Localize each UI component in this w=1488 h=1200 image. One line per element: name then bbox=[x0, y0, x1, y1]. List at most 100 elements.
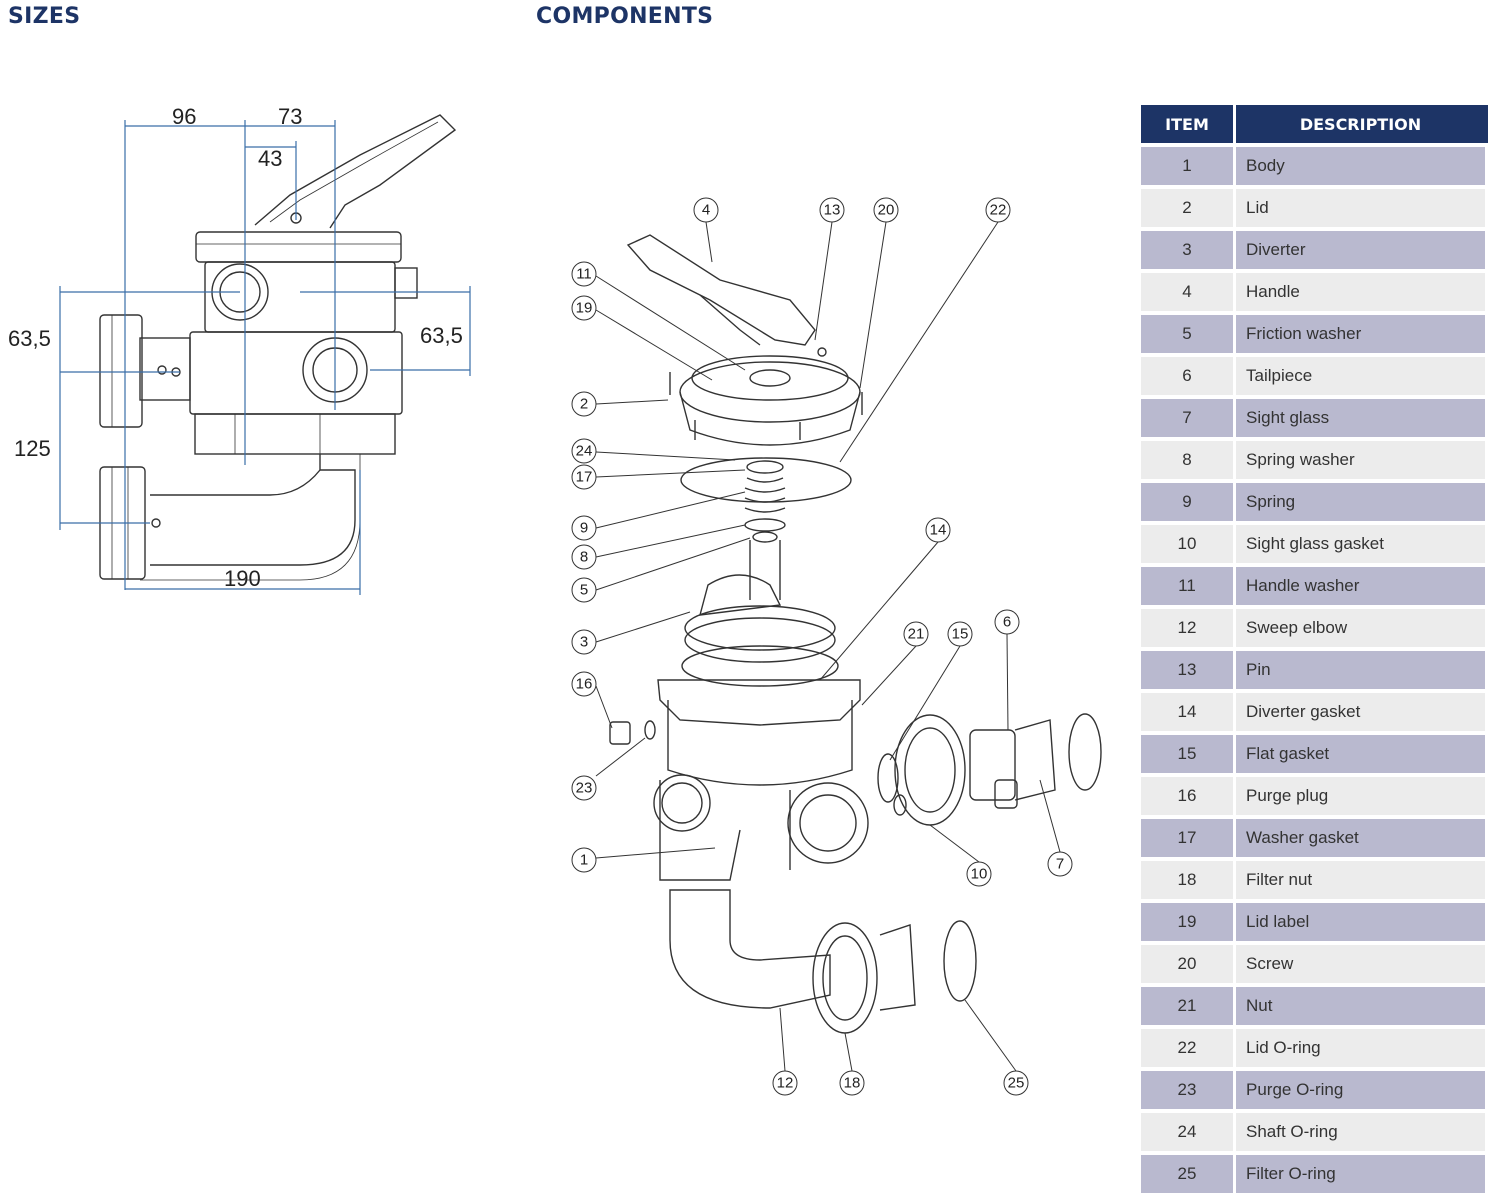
item-number: 7 bbox=[1141, 395, 1236, 437]
callout-1: 1 bbox=[571, 847, 597, 873]
item-number: 12 bbox=[1141, 605, 1236, 647]
dimension-lines bbox=[59, 120, 471, 595]
svg-text:17: 17 bbox=[576, 469, 593, 486]
item-description: Diverter bbox=[1236, 227, 1488, 269]
callout-8: 8 bbox=[571, 544, 597, 570]
item-description: Body bbox=[1236, 143, 1488, 185]
item-description: Screw bbox=[1236, 941, 1488, 983]
dimension-labels: 96 73 43 63,5 63,5 125 190 bbox=[8, 104, 463, 591]
valve-drawings: 96 73 43 63,5 63,5 125 190 bbox=[8, 104, 1102, 1096]
callout-12: 12 bbox=[772, 1070, 798, 1096]
callout-16: 16 bbox=[571, 671, 597, 697]
parts-table-header: ITEM DESCRIPTION bbox=[1141, 105, 1488, 143]
sizes-heading: SIZES bbox=[8, 4, 81, 29]
svg-text:3: 3 bbox=[580, 634, 588, 651]
item-description: Filter nut bbox=[1236, 857, 1488, 899]
svg-text:1: 1 bbox=[580, 852, 588, 869]
svg-text:11: 11 bbox=[576, 266, 592, 283]
callout-9: 9 bbox=[571, 515, 597, 541]
dim-63-5-right: 63,5 bbox=[420, 323, 463, 348]
callout-21: 21 bbox=[903, 621, 929, 647]
item-number: 11 bbox=[1141, 563, 1236, 605]
item-number: 22 bbox=[1141, 1025, 1236, 1067]
svg-text:9: 9 bbox=[580, 520, 588, 537]
components-heading: COMPONENTS bbox=[536, 4, 714, 29]
svg-text:7: 7 bbox=[1056, 856, 1064, 873]
callout-13: 13 bbox=[819, 197, 845, 223]
item-description: Sight glass gasket bbox=[1236, 521, 1488, 563]
svg-text:22: 22 bbox=[990, 202, 1007, 219]
svg-text:18: 18 bbox=[844, 1075, 861, 1092]
item-number: 14 bbox=[1141, 689, 1236, 731]
callout-22: 22 bbox=[985, 197, 1011, 223]
svg-text:6: 6 bbox=[1003, 614, 1011, 631]
callout-7: 7 bbox=[1047, 851, 1073, 877]
callout-17: 17 bbox=[571, 464, 597, 490]
item-number: 19 bbox=[1141, 899, 1236, 941]
callout-6: 6 bbox=[994, 609, 1020, 635]
item-description: Pin bbox=[1236, 647, 1488, 689]
item-description: Shaft O-ring bbox=[1236, 1109, 1488, 1151]
item-description: Flat gasket bbox=[1236, 731, 1488, 773]
item-description: Handle bbox=[1236, 269, 1488, 311]
item-number: 16 bbox=[1141, 773, 1236, 815]
svg-text:16: 16 bbox=[576, 676, 593, 693]
svg-text:10: 10 bbox=[971, 866, 988, 883]
callout-24: 24 bbox=[571, 438, 597, 464]
item-description: Sweep elbow bbox=[1236, 605, 1488, 647]
dim-190: 190 bbox=[224, 566, 261, 591]
item-number: 8 bbox=[1141, 437, 1236, 479]
item-description: Diverter gasket bbox=[1236, 689, 1488, 731]
item-number: 2 bbox=[1141, 185, 1236, 227]
item-description: Handle washer bbox=[1236, 563, 1488, 605]
svg-text:24: 24 bbox=[576, 443, 593, 460]
svg-text:25: 25 bbox=[1008, 1075, 1025, 1092]
item-description: Spring washer bbox=[1236, 437, 1488, 479]
item-description: Lid label bbox=[1236, 899, 1488, 941]
svg-text:2: 2 bbox=[580, 396, 588, 413]
dim-73: 73 bbox=[278, 104, 302, 129]
item-number: 5 bbox=[1141, 311, 1236, 353]
item-description: Purge O-ring bbox=[1236, 1067, 1488, 1109]
callout-10: 10 bbox=[966, 861, 992, 887]
callout-20: 20 bbox=[873, 197, 899, 223]
callout-2: 2 bbox=[571, 391, 597, 417]
item-description: Nut bbox=[1236, 983, 1488, 1025]
header-description: DESCRIPTION bbox=[1236, 105, 1488, 143]
item-description: Tailpiece bbox=[1236, 353, 1488, 395]
item-number: 23 bbox=[1141, 1067, 1236, 1109]
callout-14: 14 bbox=[925, 517, 951, 543]
svg-text:15: 15 bbox=[952, 626, 969, 643]
callout-11: 11 bbox=[571, 261, 597, 287]
svg-text:23: 23 bbox=[576, 780, 593, 797]
callout-19: 19 bbox=[571, 295, 597, 321]
item-number: 15 bbox=[1141, 731, 1236, 773]
dim-125: 125 bbox=[14, 436, 51, 461]
item-number: 18 bbox=[1141, 857, 1236, 899]
callout-25: 25 bbox=[1003, 1070, 1029, 1096]
item-number: 25 bbox=[1141, 1151, 1236, 1193]
item-description: Spring bbox=[1236, 479, 1488, 521]
callout-18: 18 bbox=[839, 1070, 865, 1096]
item-number: 3 bbox=[1141, 227, 1236, 269]
svg-text:19: 19 bbox=[576, 300, 593, 317]
item-description: Lid O-ring bbox=[1236, 1025, 1488, 1067]
